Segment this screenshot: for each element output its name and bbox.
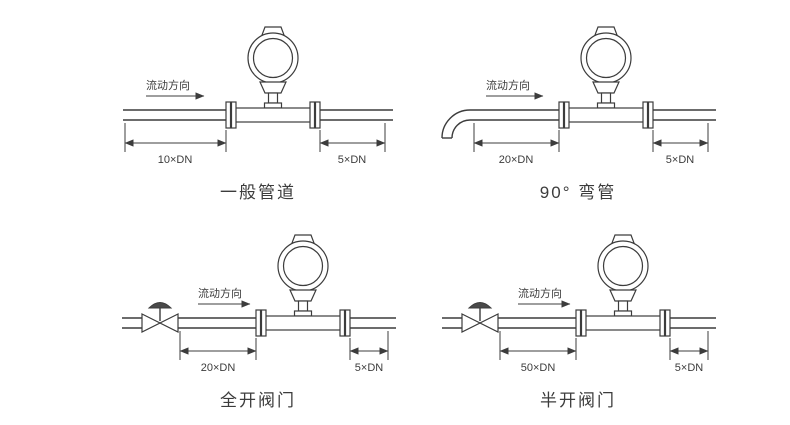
downstream-dimension: 5×DN [652,123,709,166]
diagram-title: 一般管道 [220,183,296,202]
flow-direction-label: 流动方向 [518,286,562,300]
flow-direction-label: 流动方向 [198,286,242,300]
flow-direction: 流动方向 [486,78,544,100]
elbow-icon [441,109,471,139]
downstream-pipe [320,109,393,121]
inlet-pipe [442,317,462,329]
upstream-dimension: 10×DN [124,123,227,166]
diagram-90-degree-elbow: 流动方向 20×DN 5×DN 90° 弯管 [428,10,728,203]
valve-icon [461,301,499,333]
upstream-pipe [178,317,256,329]
upstream-dimension-label: 20×DN [499,154,534,166]
flow-direction-label: 流动方向 [146,78,190,92]
diagram-title: 半开阀门 [540,391,616,410]
downstream-dimension: 5×DN [349,331,389,374]
downstream-dimension-label: 5×DN [355,362,383,374]
diagram-canvas: 流动方向 10×DN 5×DN [123,26,393,166]
diagram-canvas: 流动方向 20×DN 5×DN [122,234,396,374]
downstream-pipe [653,109,716,121]
upstream-dimension-label: 20×DN [201,362,236,374]
upstream-dimension: 50×DN [499,331,577,374]
downstream-dimension-label: 5×DN [666,154,694,166]
flow-meter-icon [255,234,351,337]
diagram-canvas: 流动方向 20×DN 5×DN [441,26,716,166]
diagram-valve-half-open: 流动方向 50×DN 5×DN 半开阀门 [428,218,728,411]
flow-direction: 流动方向 [518,286,571,308]
inlet-pipe [122,317,142,329]
upstream-dimension-label: 50×DN [521,362,556,374]
flow-meter-icon [225,26,321,129]
downstream-dimension: 5×DN [669,331,709,374]
upstream-dimension: 20×DN [179,331,257,374]
downstream-dimension-label: 5×DN [338,154,366,166]
flow-meter-icon [575,234,671,337]
downstream-pipe [350,317,396,329]
flow-direction: 流动方向 [146,78,205,100]
flow-direction: 流动方向 [198,286,251,308]
upstream-dimension: 20×DN [473,123,560,166]
upstream-pipe [498,317,576,329]
upstream-pipe [470,109,559,121]
upstream-pipe [123,109,226,121]
valve-icon [141,301,179,333]
diagram-title: 全开阀门 [220,391,296,410]
flow-direction-label: 流动方向 [486,78,530,92]
downstream-dimension: 5×DN [319,123,386,166]
diagram-canvas: 流动方向 50×DN 5×DN [442,234,716,374]
diagram-straight-pipe: 流动方向 10×DN 5×DN 一般管道 [108,10,408,203]
flow-meter-icon [558,26,654,129]
upstream-dimension-label: 10×DN [158,154,193,166]
diagram-valve-full-open: 流动方向 20×DN 5×DN 全开阀门 [108,218,408,411]
downstream-pipe [670,317,716,329]
diagram-title: 90° 弯管 [539,183,617,202]
downstream-dimension-label: 5×DN [675,362,703,374]
